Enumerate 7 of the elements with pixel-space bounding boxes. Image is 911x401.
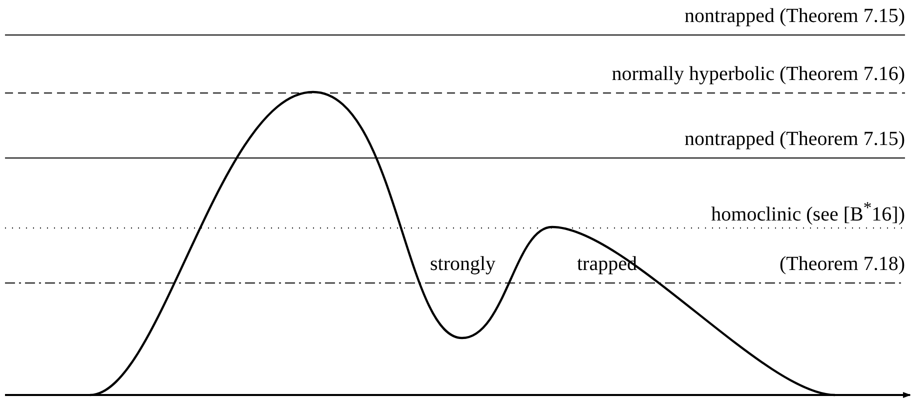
level-label: (Theorem 7.18) xyxy=(779,252,905,276)
level-label: nontrapped (Theorem 7.15) xyxy=(684,4,905,28)
level-label: strongly xyxy=(430,252,496,276)
level-label: normally hyperbolic (Theorem 7.16) xyxy=(612,62,905,86)
level-label: homoclinic (see [B$^{*}$16]) xyxy=(711,197,905,227)
level-label: trapped xyxy=(577,252,637,276)
level-label: nontrapped (Theorem 7.15) xyxy=(684,127,905,151)
